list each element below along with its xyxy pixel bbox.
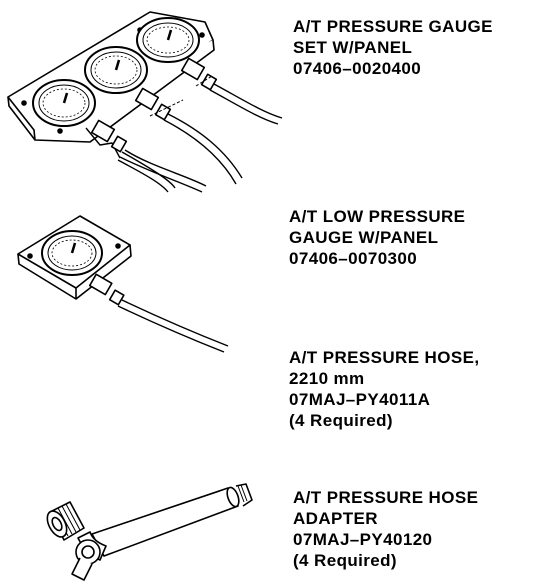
tool-name-line: A/T PRESSURE HOSE (293, 488, 479, 507)
gauge-dial-icon (84, 46, 148, 94)
tool-label-pressure-hose: A/T PRESSURE HOSE, 2210 mm 07MAJ–PY4011A… (289, 347, 479, 431)
gauge-dial-icon (136, 17, 200, 63)
gauge-dial-icon (32, 79, 96, 127)
tool-label-pressure-gauge-set: A/T PRESSURE GAUGE SET W/PANEL 07406–002… (293, 16, 493, 79)
pressure-gauge-set-illustration (7, 11, 283, 193)
gauge-dial-icon (41, 230, 103, 276)
hose-adapter-illustration (46, 483, 253, 581)
tool-name-line: A/T PRESSURE GAUGE (293, 17, 493, 36)
tool-name-line: SET W/PANEL (293, 38, 413, 57)
tool-quantity-note: (4 Required) (293, 551, 397, 570)
tool-part-number: 07MAJ–PY40120 (293, 530, 433, 549)
tool-name-line: 2210 mm (289, 369, 365, 388)
tool-name-line: A/T LOW PRESSURE (289, 207, 466, 226)
tool-quantity-note: (4 Required) (289, 411, 393, 430)
tool-name-line: GAUGE W/PANEL (289, 228, 439, 247)
low-pressure-gauge-illustration (17, 215, 229, 353)
tool-label-low-pressure-gauge: A/T LOW PRESSURE GAUGE W/PANEL 07406–007… (289, 206, 465, 269)
tool-part-number: 07406–0020400 (293, 59, 422, 78)
tool-name-line: ADAPTER (293, 509, 378, 528)
tool-label-hose-adapter: A/T PRESSURE HOSE ADAPTER 07MAJ–PY40120 … (293, 487, 478, 571)
tool-part-number: 07MAJ–PY4011A (289, 390, 431, 409)
tool-part-number: 07406–0070300 (289, 249, 418, 268)
tool-name-line: A/T PRESSURE HOSE, (289, 348, 480, 367)
